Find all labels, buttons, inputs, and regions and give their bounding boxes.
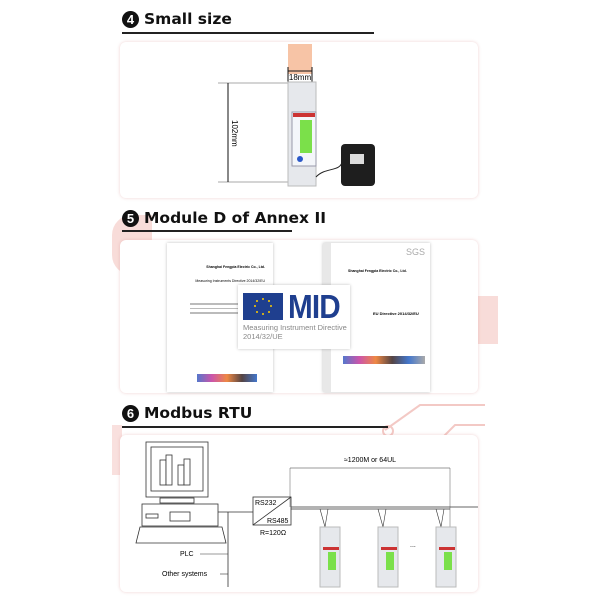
other-systems-label: Other systems: [162, 571, 208, 578]
mid-logo-text: MID: [288, 288, 341, 325]
modbus-panel: PLC Other systems RS232 RS485 R=120Ω ≈12…: [120, 435, 485, 592]
logo-strip: [343, 356, 425, 364]
section-title: Modbus RTU: [144, 404, 253, 422]
logo-strip: [197, 373, 257, 382]
height-label: 102mm: [230, 120, 239, 147]
sgs-brand: SGS: [405, 247, 425, 257]
meter-device-1: [319, 508, 341, 588]
computer-icon: [135, 441, 227, 544]
decor-bar-right: [478, 296, 498, 344]
certificate-directive: EU Directive 2014/32/EU: [373, 311, 419, 316]
energy-meter: [287, 81, 317, 187]
ellipsis-label: ...: [410, 542, 416, 549]
width-indicator: [288, 44, 312, 74]
mid-subtitle: Measuring Instrument Directive: [243, 323, 347, 332]
current-transformer-clamp: [315, 144, 375, 186]
resistor-label: R=120Ω: [260, 530, 286, 537]
certificate-directive: Measuring Instruments Directive 2014/32/…: [195, 279, 265, 283]
decor-bar-left-bottom: [112, 425, 122, 475]
rs232-label: RS232: [255, 500, 277, 507]
small-size-panel: 18mm 102mm: [120, 42, 478, 198]
certificate-company: Shanghai Fengpia Electric Co., Ltd.: [206, 265, 265, 269]
modbus-wiring-diagram: PLC Other systems RS232 RS485 R=120Ω ≈12…: [135, 441, 485, 588]
mid-year: 2014/32/UE: [243, 332, 283, 341]
section-heading-module-d: 5 Module D of Annex II: [122, 209, 326, 227]
section-number: 4: [122, 10, 139, 28]
meter-device-3: [435, 508, 457, 588]
section-number: 6: [122, 404, 139, 422]
section-heading-small-size: 4 Small size: [122, 10, 232, 28]
width-label: 18mm: [289, 73, 312, 82]
rs485-label: RS485: [267, 518, 289, 525]
rs232-rs485-converter: RS232 RS485 R=120Ω: [252, 496, 292, 537]
heading-underline: [122, 230, 292, 232]
meter-dimension-illustration: 18mm 102mm: [218, 44, 375, 187]
mid-logo-card: MID Measuring Instrument Directive 2014/…: [238, 285, 350, 349]
section-heading-modbus: 6 Modbus RTU: [122, 404, 252, 422]
section-number: 5: [122, 209, 139, 227]
certificate-company: Shanghai Fengpia Electric Co., Ltd.: [348, 269, 407, 273]
section-title: Small size: [144, 10, 232, 28]
eu-flag-icon: [243, 293, 283, 320]
meter-device-2: [377, 508, 399, 588]
section-title: Module D of Annex II: [144, 209, 326, 227]
heading-underline: [122, 426, 388, 428]
plc-label: PLC: [180, 551, 194, 558]
heading-underline: [122, 32, 374, 34]
distance-label: ≈1200M or 64UL: [344, 457, 396, 464]
